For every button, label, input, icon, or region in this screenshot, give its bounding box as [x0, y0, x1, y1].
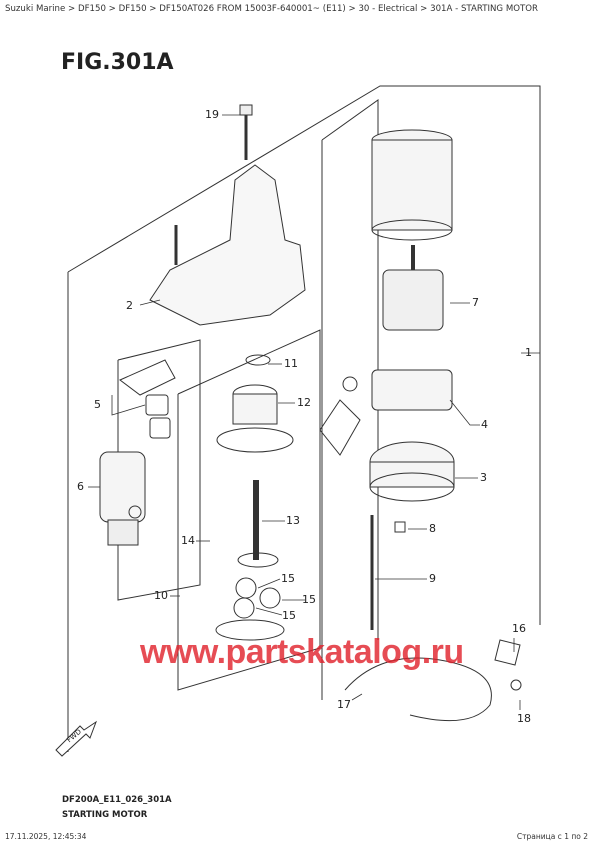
- callout-5: 5: [94, 398, 101, 411]
- callout-14: 14: [181, 534, 195, 547]
- callout-2: 2: [126, 299, 133, 312]
- diagram-title: STARTING MOTOR: [62, 810, 148, 820]
- callout-10: 10: [154, 589, 168, 602]
- diagram-code: DF200A_E11_026_301A: [62, 795, 172, 805]
- center-frame: [177, 329, 321, 691]
- callout-11: 11: [284, 357, 298, 370]
- callout-9: 9: [429, 572, 436, 585]
- callout-6: 6: [77, 480, 84, 493]
- breadcrumb: Suzuki Marine > DF150 > DF150 > DF150AT0…: [5, 4, 538, 14]
- part-end-frame-3: [369, 441, 455, 502]
- callout-12: 12: [297, 396, 311, 409]
- callout-13: 13: [286, 514, 300, 527]
- leader-lines: [88, 114, 540, 710]
- callout-19: 19: [205, 108, 219, 121]
- callout-16: 16: [512, 622, 526, 635]
- outer-frame: [67, 85, 541, 625]
- part-gear-12: [216, 354, 294, 453]
- callout-3: 3: [480, 471, 487, 484]
- callout-1: 1: [525, 346, 532, 359]
- part-strap-17: [344, 639, 522, 722]
- page-indicator: Страница с 1 по 2: [516, 832, 588, 841]
- part-brush-holder-4: [319, 369, 453, 456]
- part-armature-7: [382, 245, 444, 331]
- part-yoke: [371, 129, 453, 241]
- print-datetime: 17.11.2025, 12:45:34: [5, 832, 87, 841]
- callout-7: 7: [472, 296, 479, 309]
- right-frame: [321, 99, 379, 640]
- fwd-arrow-icon: [55, 720, 98, 757]
- callout-15a: 15: [281, 572, 295, 585]
- part-shaft-13: [215, 480, 285, 641]
- part-housing-2: [149, 164, 306, 326]
- part-screw-8: [394, 521, 406, 533]
- callout-4: 4: [481, 418, 488, 431]
- figure-title: FIG.301A: [61, 50, 174, 75]
- callout-15b: 15: [302, 593, 316, 606]
- part-plate-5: [119, 359, 176, 439]
- callout-17: 17: [337, 698, 351, 711]
- callout-15c: 15: [282, 609, 296, 622]
- watermark: www.partskatalog.ru: [140, 633, 464, 671]
- callout-18: 18: [517, 712, 531, 725]
- part-solenoid-6: [99, 451, 146, 546]
- part-bolt-19: [239, 104, 253, 160]
- callout-8: 8: [429, 522, 436, 535]
